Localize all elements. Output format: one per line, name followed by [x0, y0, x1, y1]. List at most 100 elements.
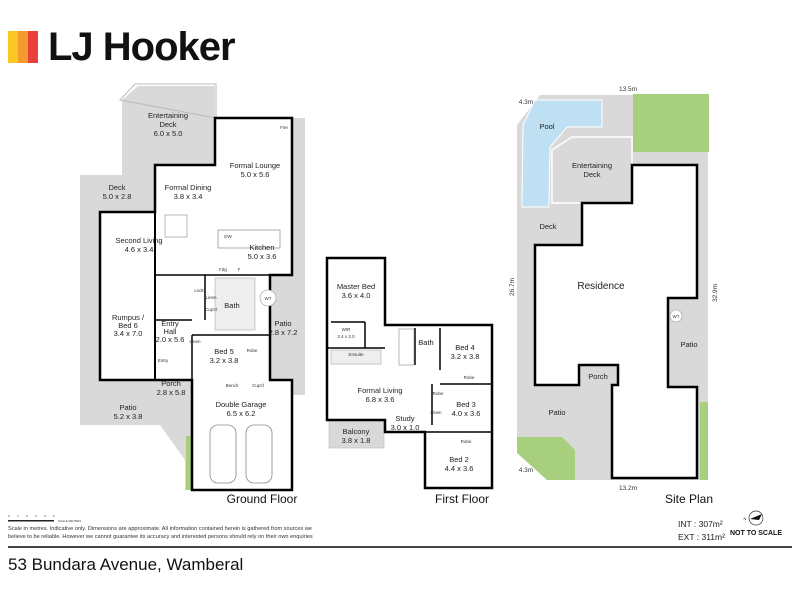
room-dims: 5.2 x 3.8: [114, 412, 143, 421]
room-dims: 6.0 x 5.0: [154, 129, 183, 138]
small-label: Cup'd: [252, 383, 264, 388]
room-label: Master Bed: [337, 282, 375, 291]
room-label: Formal Lounge: [230, 161, 280, 170]
external-area: EXT : 311m²: [678, 532, 725, 542]
room-dims: 4.6 x 3.4: [125, 245, 154, 254]
internal-area: INT : 307m²: [678, 519, 723, 529]
dimension-label: 32.9m: [712, 284, 719, 302]
room-dims: 5.0 x 3.6: [248, 252, 277, 261]
small-label: Robe: [247, 348, 258, 353]
room-dims: 2.0 x 5.6: [156, 335, 185, 344]
disclaimer-line: believe to be reliable. However we canno…: [8, 534, 313, 540]
ground-floor-plan: Entertaining Deck 6.0 x 5.0 Formal Loung…: [80, 83, 305, 506]
room-dims: 3.0 x 1.0: [391, 423, 420, 432]
room-label: Bed 3: [456, 400, 476, 409]
room-label: Formal Dining: [165, 183, 212, 192]
small-label: Linen: [189, 339, 201, 344]
small-label: WT: [265, 296, 272, 301]
logo-bar-yellow: [8, 31, 18, 63]
room-label: Entertaining: [148, 111, 188, 120]
small-label: Lndry: [194, 288, 206, 293]
small-label: Linen: [430, 410, 442, 415]
room-dims: 3.8 x 3.4: [174, 192, 203, 201]
scale-tick: 5: [53, 514, 55, 518]
room-label: Second Living: [115, 236, 162, 245]
stairs: [398, 328, 415, 366]
small-label: F: [238, 267, 241, 272]
room-dims: 6.5 x 6.2: [227, 409, 256, 418]
room-label: Balcony: [343, 427, 370, 436]
room-label: Bath: [224, 301, 239, 310]
room-label: Entry: [161, 319, 179, 328]
small-label: Robe: [433, 391, 444, 396]
small-label: Linen: [205, 295, 217, 300]
small-label: Fdg: [219, 267, 227, 272]
ground-floor-title: Ground Floor: [227, 492, 298, 506]
site-label: Porch: [588, 372, 608, 381]
room-dims: 3.2 x 3.8: [451, 352, 480, 361]
scale-tick: 1: [17, 514, 19, 518]
car-icon: [209, 424, 273, 484]
site-label: Patio: [548, 408, 565, 417]
room-label: Deck: [108, 183, 125, 192]
site-label: Patio: [680, 340, 697, 349]
stairs: [164, 214, 188, 238]
bath-tiles: [214, 277, 256, 331]
room-label: Porch: [161, 379, 181, 388]
compass-label: N: [744, 516, 747, 521]
dimension-label: 13.2m: [619, 485, 637, 492]
small-label: Fire: [280, 125, 288, 130]
pool: [521, 99, 603, 208]
disclaimer-line: Scale in metres. Indicative only. Dimens…: [8, 526, 312, 532]
small-label: Robe: [464, 375, 475, 380]
dimension-label: 13.5m: [619, 86, 637, 93]
room-label: Deck: [159, 120, 176, 129]
room-dims: 5.0 x 2.8: [103, 192, 132, 201]
brand-logo: LJ Hooker: [8, 25, 236, 69]
small-label: Cup'd: [205, 307, 217, 312]
north-arrow-icon: N: [744, 510, 764, 526]
room-label: Bed 4: [455, 343, 475, 352]
residence-outline: [533, 163, 699, 480]
site-label: Entertaining: [572, 161, 612, 170]
scale-bar: 0 1 2 3 4 5 SCALE METRES: [8, 514, 81, 523]
room-dims: 6.8 x 3.6: [366, 395, 395, 404]
room-dims: 5.0 x 5.6: [241, 170, 270, 179]
logo-bar-orange: [18, 31, 28, 63]
scale-tick: 0: [8, 514, 10, 518]
main-building-walls: [98, 116, 294, 492]
dimension-label: 26.7m: [509, 278, 516, 296]
small-label: Bench: [226, 383, 239, 388]
site-plan-title: Site Plan: [665, 492, 713, 506]
scale-tick: 4: [44, 514, 46, 518]
area-summary: INT : 307m² EXT : 311m²: [678, 518, 725, 544]
scale-unit: SCALE METRES: [58, 519, 81, 523]
lawn-strip: [186, 436, 192, 490]
room-label: Study: [395, 414, 414, 423]
water-tank: [259, 289, 277, 307]
first-floor-plan: Master Bed 3.6 x 4.0 WIR 2.4 x 2.0 Ensui…: [325, 256, 494, 506]
room-dims: 3.8 x 1.8: [342, 436, 371, 445]
room-label: Double Garage: [216, 400, 267, 409]
scale-tick: 2: [26, 514, 28, 518]
room-dims: 4.0 x 3.6: [452, 409, 481, 418]
entertaining-deck-outline: [119, 83, 217, 119]
room-dims: 2.8 x 7.2: [269, 328, 298, 337]
dimension-label: 4.3m: [519, 99, 533, 106]
room-dims: 3.2 x 3.8: [210, 356, 239, 365]
room-dims: 2.4 x 2.0: [337, 334, 355, 339]
small-label: DW: [224, 234, 232, 239]
room-label: Bath: [418, 338, 433, 347]
room-label: Patio: [274, 319, 291, 328]
first-floor-title: First Floor: [435, 492, 489, 506]
first-floor-walls: [325, 256, 494, 490]
room-dims: 4.4 x 3.6: [445, 464, 474, 473]
lawn-top-right: [633, 94, 709, 152]
room-dims: 3.4 x 7.0: [114, 329, 143, 338]
disclaimer: Scale in metres. Indicative only. Dimens…: [8, 525, 313, 541]
logo-bar-red: [28, 31, 38, 63]
logo-text: LJ Hooker: [48, 25, 236, 69]
room-label: Patio: [119, 403, 136, 412]
lawn-bottom-left: [517, 437, 575, 480]
small-label: Entry: [158, 358, 169, 363]
